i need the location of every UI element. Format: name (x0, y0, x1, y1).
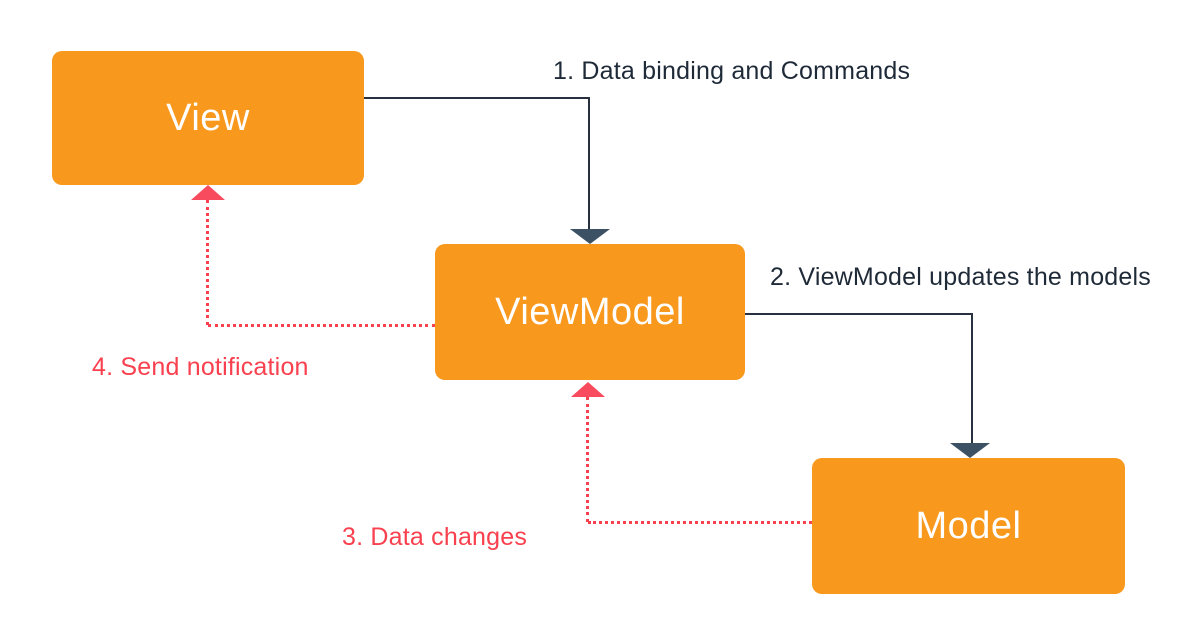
edge1-arrowhead-down-icon (570, 229, 610, 244)
node-viewmodel-label: ViewModel (495, 290, 685, 333)
edge1-line-vertical (588, 97, 590, 229)
node-view-label: View (166, 96, 250, 139)
edge1-label: 1. Data binding and Commands (553, 57, 911, 85)
node-model-label: Model (915, 504, 1022, 547)
edge3-line-vertical (586, 397, 589, 522)
edge4-arrowhead-up-icon (191, 185, 225, 200)
edge4-line-horizontal (208, 324, 435, 327)
edge3-arrowhead-up-icon (571, 382, 605, 397)
edge3-label: 3. Data changes (342, 523, 528, 551)
node-view: View (52, 51, 364, 185)
edge3-line-horizontal (588, 521, 812, 524)
edge4-label: 4. Send notification (92, 353, 309, 381)
node-model: Model (812, 458, 1125, 594)
edge1-line-horizontal (364, 97, 590, 99)
edge4-line-vertical (206, 200, 209, 325)
edge2-line-vertical (971, 313, 973, 443)
edge2-line-horizontal (745, 313, 973, 315)
node-viewmodel: ViewModel (435, 244, 745, 380)
edge2-arrowhead-down-icon (950, 443, 990, 458)
edge2-label: 2. ViewModel updates the models (770, 263, 1151, 291)
